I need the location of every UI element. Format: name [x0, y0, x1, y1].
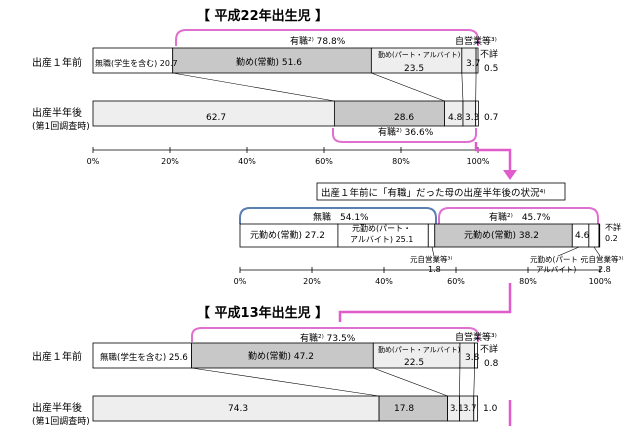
- mid-e-parttime-val: 4.6: [575, 231, 590, 241]
- h22-row2-sublabel: (第1回調査時): [32, 120, 90, 132]
- mid-unemployed-label: 無職 54.1%: [313, 211, 369, 223]
- mid-e-fulltime-label: 元勤め(常勤) 38.2: [464, 229, 539, 241]
- mid-axis-tick-label: 80%: [519, 277, 537, 286]
- h22-axis-tick-label: 20%: [161, 157, 179, 166]
- h13-self-legend: 自営業等³⁾: [455, 331, 497, 343]
- h13-r1-self-val: 3.8: [465, 353, 480, 363]
- mid-axis: 0% 20% 40% 60% 80% 100%: [234, 267, 612, 286]
- h22-connector-line: [462, 73, 463, 101]
- h13-r1-unknown-val: 0.8: [484, 359, 499, 369]
- mid-axis-tick-label: 40%: [375, 277, 393, 286]
- h13-r1-fulltime-label: 勤め(常勤) 47.2: [248, 350, 314, 362]
- mid-e-parttime-label2: アルバイト): [536, 265, 576, 274]
- h22-self-legend: 自営業等³⁾: [455, 35, 497, 47]
- h22-bar-r2-seg-2: [334, 101, 444, 126]
- mid-unknown-label: 不詳: [605, 222, 621, 232]
- h22-axis-tick-label: 80%: [392, 157, 410, 166]
- mid-bar-seg-6: [589, 224, 599, 247]
- h22-axis-tick-label: 100%: [467, 157, 490, 166]
- mid-axis-tick-label: 100%: [589, 277, 612, 286]
- h13-title: 【 平成13年出生児 】: [197, 305, 328, 321]
- h13-connector-line: [474, 368, 475, 396]
- mid-unknown-val: 0.2: [605, 234, 618, 243]
- h22-employed-bottom-label: 有職²⁾ 36.6%: [378, 126, 434, 138]
- h13-r1-unemployed-label: 無職(学生を含む) 25.6: [100, 352, 188, 363]
- mid-axis-tick-label: 20%: [303, 277, 321, 286]
- mid-u-fulltime-label: 元勤め(常勤) 27.2: [250, 229, 325, 241]
- h22-axis-tick-label: 60%: [315, 157, 333, 166]
- h22-r2-self-val: 3.3: [465, 113, 479, 123]
- h22-row1-label: 出産１年前: [32, 56, 82, 69]
- h13-r1-parttime-val: 22.5: [404, 358, 424, 368]
- h22-axis-tick-label: 40%: [238, 157, 256, 166]
- mid-e-self-label: 元自営業等³⁾: [581, 254, 624, 264]
- h13-connector-line: [373, 368, 447, 396]
- mid-title: 出産１年前に「有職」だった母の出産半年後の状況⁴⁾: [321, 187, 546, 199]
- h22-r2-unemployed-val: 62.7: [206, 113, 226, 123]
- h13-employed-top-label: 有職²⁾ 73.5%: [300, 332, 356, 344]
- h22-unknown-legend: 不詳: [480, 48, 498, 60]
- h22-axis-tick-label: 0%: [87, 157, 100, 166]
- h13-row1-label: 出産１年前: [32, 350, 82, 363]
- flow-arrow-head: [503, 170, 517, 180]
- h22-title: 【 平成22年出生児 】: [197, 8, 328, 24]
- h13-row2-sublabel: (第1回調査時): [32, 415, 90, 426]
- h22-r1-unknown-val: 0.5: [484, 64, 498, 74]
- mid-u-self-val: 1.8: [428, 265, 441, 274]
- h13-r2-unemployed-val: 74.3: [228, 404, 248, 414]
- h22-r1-parttime-label: 勤め(パート・アルバイト): [378, 50, 461, 59]
- h22-r1-parttime-val: 23.5: [404, 64, 424, 74]
- h22-r2-parttime-val: 4.8: [448, 113, 463, 123]
- h22-r1-fulltime-label: 勤め(常勤) 51.6: [236, 56, 302, 68]
- mid-bar-seg-7: [599, 224, 600, 247]
- mid-u-parttime-label1: 元勤め(パート・: [352, 223, 411, 233]
- h22-r1-self-val: 3.7: [466, 59, 480, 69]
- h22-axis: 0% 20% 40% 60% 80% 100%: [87, 147, 490, 166]
- h13-row2-label: 出産半年後: [32, 401, 82, 414]
- mid-e-parttime-label1: 元勤め(パート・: [530, 254, 585, 264]
- mid-axis-tick-label: 60%: [447, 277, 465, 286]
- h22-r2-unknown-val: 0.7: [484, 113, 498, 123]
- h13-r1-parttime-label: 勤め(パート・アルバイト): [378, 345, 461, 354]
- mid-u-parttime-label2: アルバイト) 25.1: [350, 235, 413, 244]
- h13-r2-unknown-val: 1.0: [483, 404, 498, 414]
- flow-line-bottom: [340, 283, 510, 322]
- h22-r2-fulltime-val: 28.6: [394, 113, 414, 123]
- mid-employed-label: 有職²⁾ 45.7%: [489, 211, 551, 223]
- h22-connector-line: [371, 73, 444, 101]
- h13-unknown-legend: 不詳: [480, 343, 498, 355]
- mid-u-self-label: 元自営業等³⁾: [410, 254, 453, 264]
- h13-r2-parttime-val: 3.1: [450, 404, 464, 414]
- h13-r2-fulltime-val: 17.8: [394, 404, 414, 414]
- h22-r1-unemployed-label: 無職(学生を含む) 20.7: [95, 58, 178, 68]
- h13-connector-line: [192, 368, 380, 396]
- h22-row2-label: 出産半年後: [32, 106, 82, 119]
- h22-connector-line: [173, 73, 335, 101]
- h22-employed-top-label: 有職²⁾ 78.8%: [290, 35, 346, 47]
- mid-axis-tick-label: 0%: [234, 277, 247, 286]
- mid-bar-seg-3: [428, 224, 434, 247]
- h13-r2-self-val: 3.7: [463, 404, 477, 414]
